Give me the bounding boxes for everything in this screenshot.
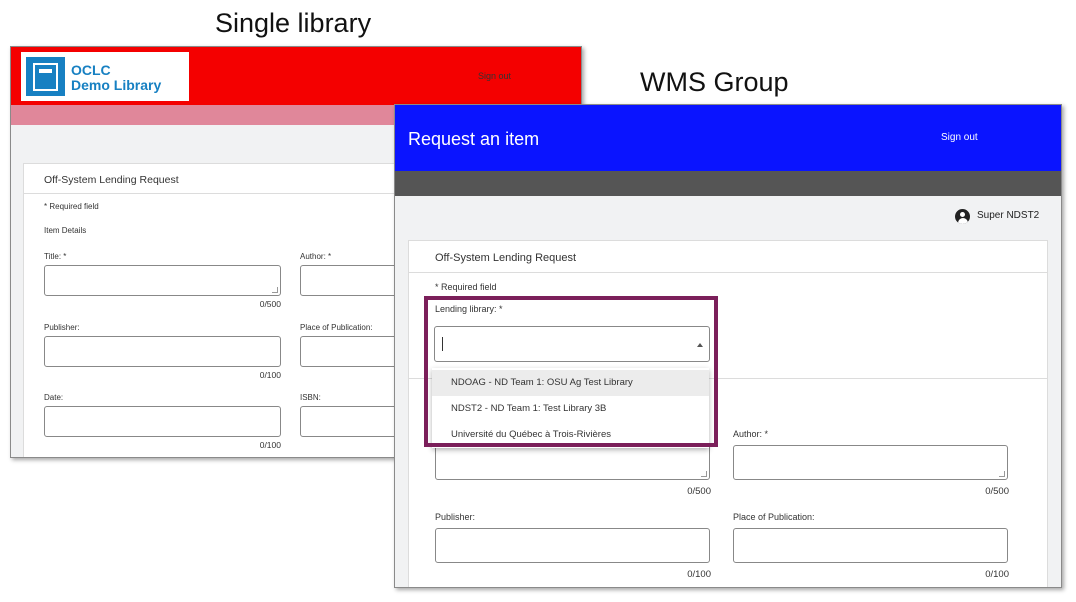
divider (409, 272, 1047, 273)
single-header-bar: OCLC Demo Library Sign out (11, 47, 581, 105)
caption-single-library: Single library (215, 8, 372, 38)
lending-library-label: Lending library: * (435, 304, 503, 314)
divider (24, 193, 422, 194)
group-sub-bar (395, 171, 1061, 196)
lending-library-select[interactable] (434, 326, 710, 362)
library-option[interactable]: NDOAG - ND Team 1: OSU Ag Test Library (432, 370, 709, 396)
publisher-char-count: 0/100 (259, 370, 281, 380)
group-form-title: Off-System Lending Request (435, 252, 577, 264)
user-name: Super NDST2 (977, 210, 1040, 221)
required-note: * Required field (435, 282, 497, 292)
title-textarea[interactable] (435, 445, 710, 480)
author-label: Author: * (733, 429, 769, 439)
place-of-publication-input[interactable] (733, 528, 1008, 563)
place-of-publication-label: Place of Publication: (300, 323, 373, 332)
wms-group-window: Request an item Sign out Super NDST2 Off… (394, 104, 1062, 588)
title-textarea[interactable] (44, 265, 281, 296)
resize-grip-icon[interactable] (999, 471, 1005, 477)
place-of-publication-char-count: 0/100 (985, 569, 1009, 580)
library-option[interactable]: NDST2 - ND Team 1: Test Library 3B (451, 403, 607, 414)
date-input[interactable] (44, 406, 281, 437)
single-form-title: Off-System Lending Request (44, 174, 179, 186)
publisher-input[interactable] (435, 528, 710, 563)
author-label: Author: * (300, 252, 332, 261)
publisher-label: Publisher: (44, 323, 80, 332)
isbn-label: ISBN: (300, 393, 321, 402)
resize-grip-icon[interactable] (701, 471, 707, 477)
publisher-input[interactable] (44, 336, 281, 367)
author-char-count: 0/500 (985, 486, 1009, 497)
title-label: Title: * (44, 252, 67, 261)
library-option[interactable]: Université du Québec à Trois-Rivières (451, 429, 611, 440)
logo-line-2: Demo Library (71, 77, 162, 93)
single-sign-out-link[interactable]: Sign out (478, 71, 512, 81)
author-textarea[interactable] (733, 445, 1008, 480)
place-of-publication-label: Place of Publication: (733, 512, 815, 522)
date-label: Date: (44, 393, 64, 402)
caption-wms-group: WMS Group (640, 67, 789, 97)
date-char-count: 0/100 (259, 440, 281, 450)
required-note: * Required field (44, 202, 99, 211)
callout-highlight-box (424, 296, 718, 447)
text-cursor (442, 337, 443, 351)
logo-line-1: OCLC (71, 62, 111, 78)
title-char-count: 0/500 (259, 299, 281, 309)
page-title: Request an item (408, 129, 540, 149)
divider (409, 378, 1047, 379)
caret-up-icon[interactable] (697, 343, 703, 347)
group-sign-out-link[interactable]: Sign out (941, 132, 978, 143)
user-account-icon (955, 209, 970, 224)
title-char-count: 0/500 (687, 486, 711, 497)
publisher-char-count: 0/100 (687, 569, 711, 580)
group-header-bar: Request an item Sign out (395, 105, 1061, 171)
lending-library-options: NDOAG - ND Team 1: OSU Ag Test Library N… (432, 368, 709, 448)
resize-grip-icon[interactable] (272, 287, 278, 293)
single-request-form-card: Off-System Lending Request * Required fi… (23, 163, 440, 457)
oclc-demo-library-logo[interactable]: OCLC Demo Library (21, 52, 189, 101)
publisher-label: Publisher: (435, 512, 476, 522)
item-details-heading: Item Details (44, 226, 87, 235)
book-icon (26, 57, 65, 96)
